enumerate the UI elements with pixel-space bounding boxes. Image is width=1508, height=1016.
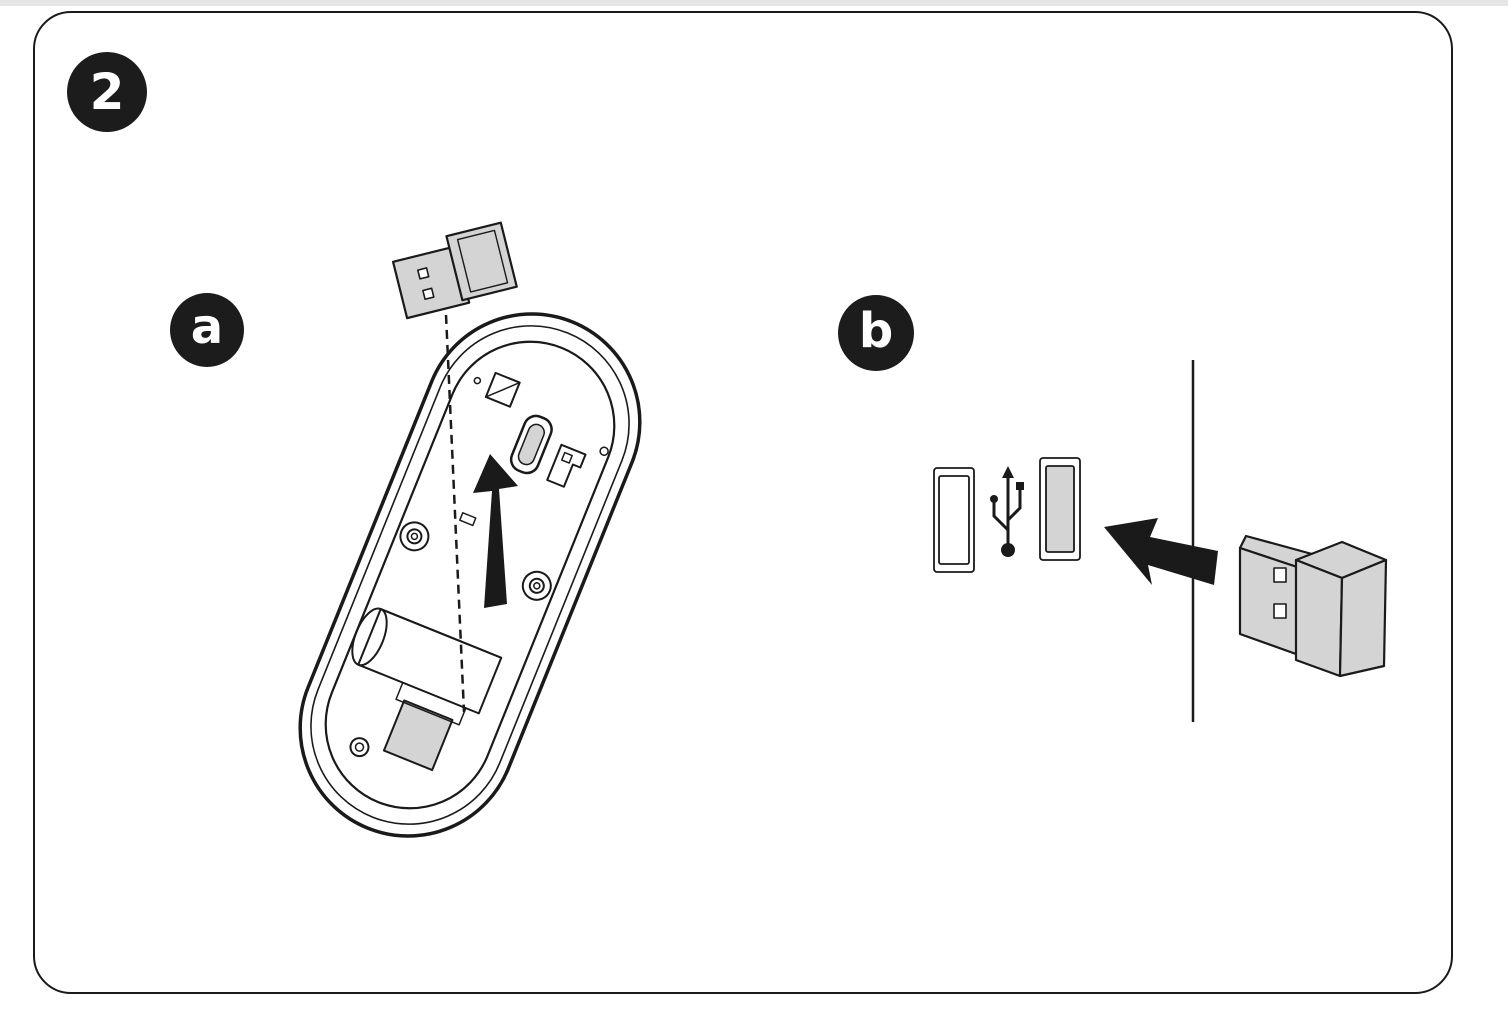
screw-bottom [349,737,370,758]
latch [473,371,521,408]
arrow-left-icon [1104,518,1218,585]
instruction-frame [33,11,1453,994]
battery [351,607,503,715]
guide-line [444,314,466,713]
panel-a-badge: a [170,293,244,367]
usb-port-target-icon [1039,457,1081,561]
power-switch [546,443,609,488]
screw-left [399,521,430,552]
arrow-up-icon [473,454,518,608]
usb-receiver-icon [391,221,518,320]
usb-symbol-icon [990,466,1024,557]
usb-receiver-large-icon [1238,534,1388,678]
step-badge: 2 [67,52,147,132]
screw-right [521,570,552,601]
sensor-window [509,414,553,475]
top-rule [0,0,1508,6]
mouse-underside [298,312,642,838]
receiver-slot [382,512,477,772]
panel-b-badge: b [838,295,914,371]
usb-port-icon [933,467,975,573]
